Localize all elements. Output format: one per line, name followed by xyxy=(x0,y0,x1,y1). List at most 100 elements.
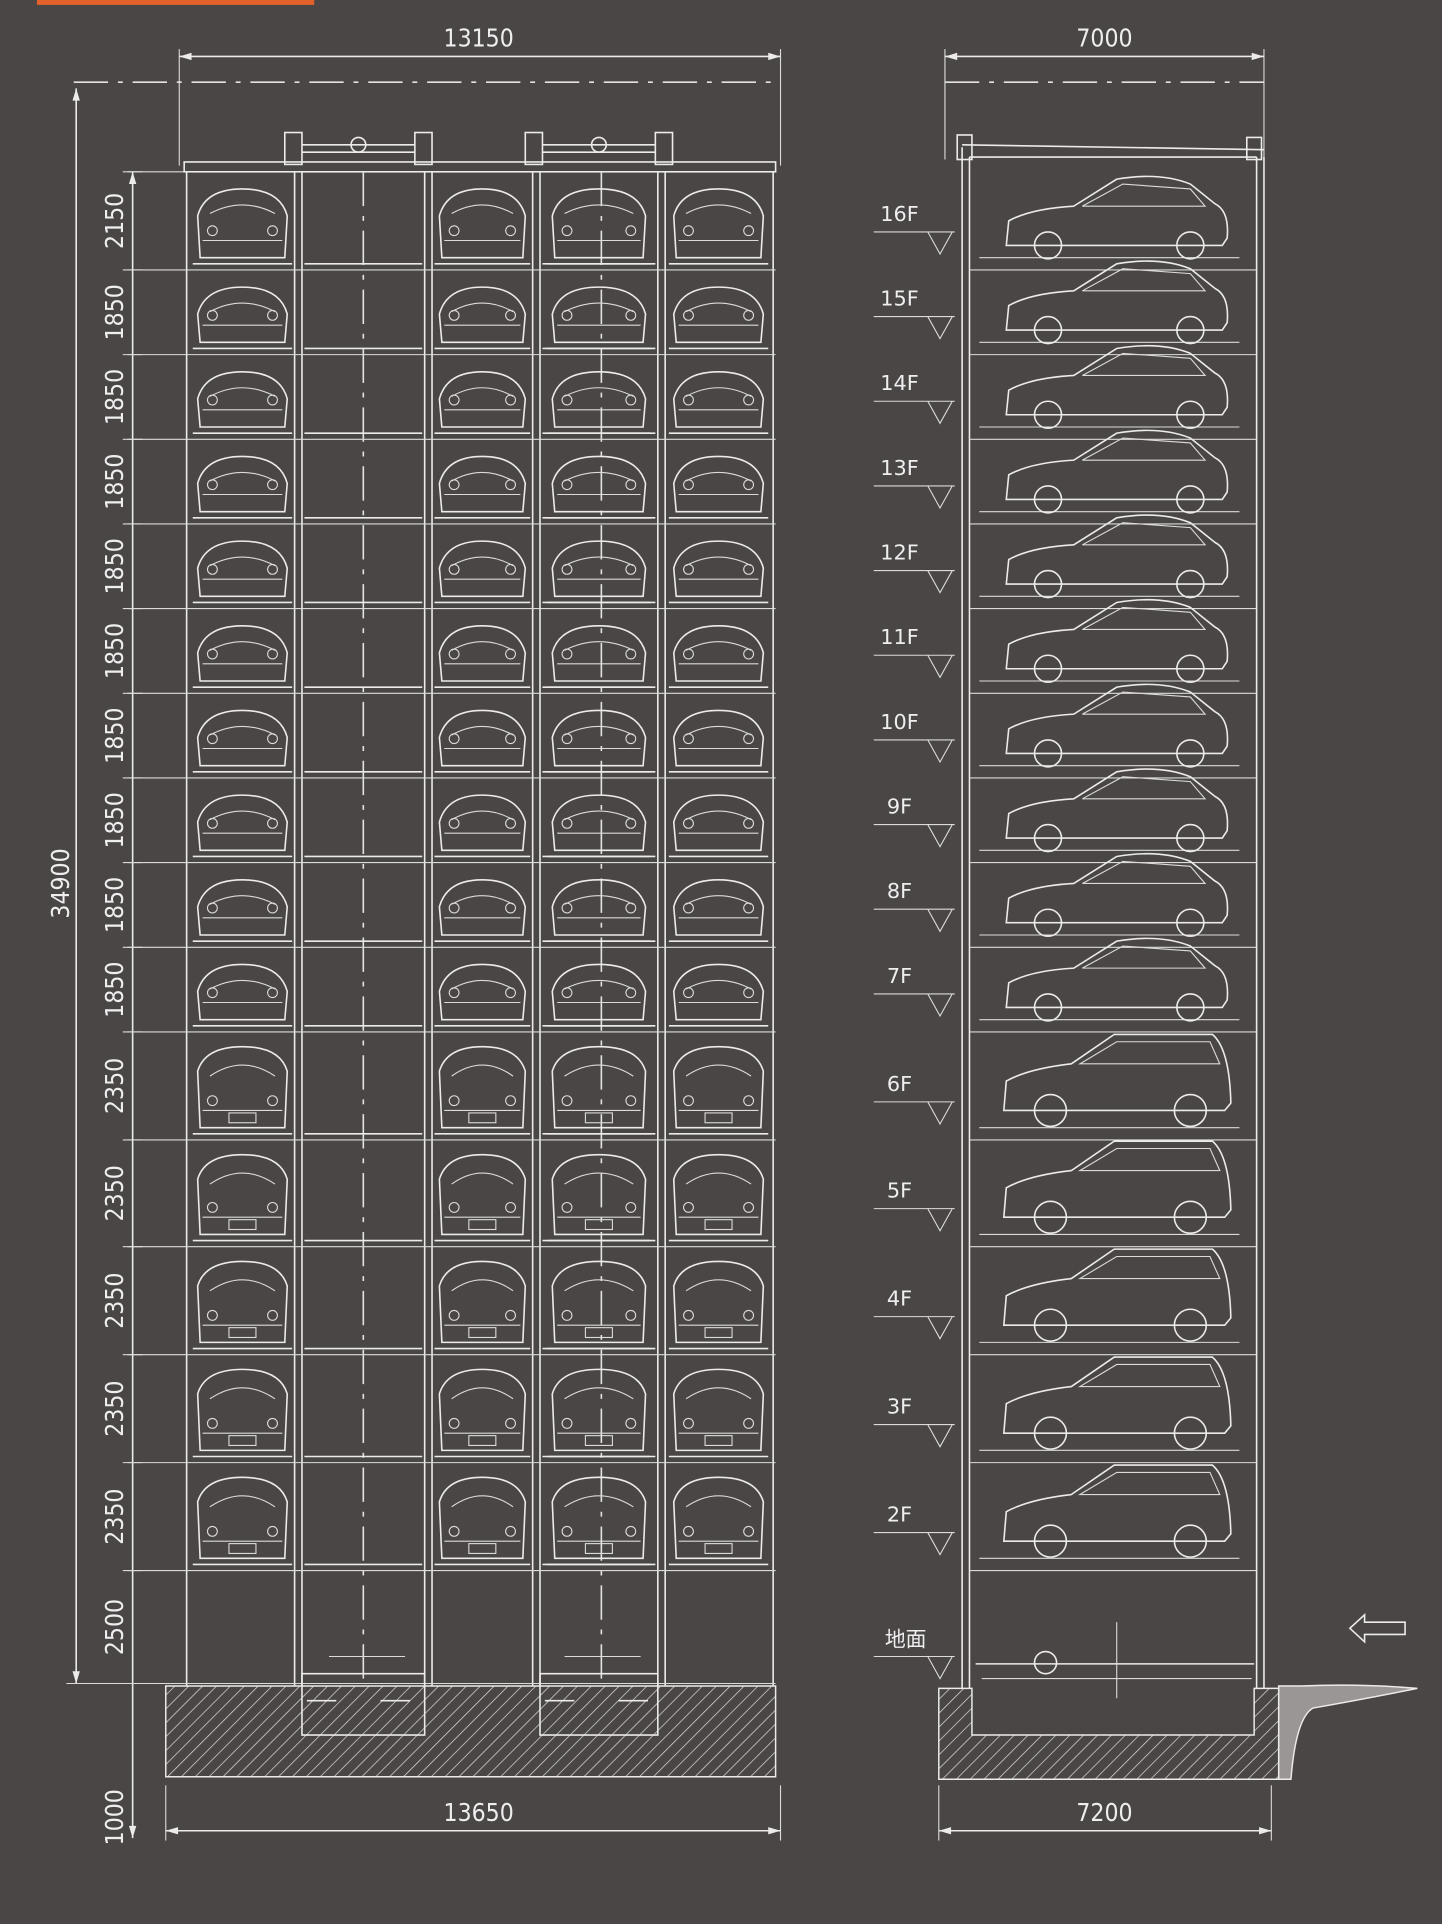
car-front-view xyxy=(434,963,531,1027)
car-front-view xyxy=(547,878,651,942)
floor-label: 13F xyxy=(880,456,919,480)
windshield xyxy=(451,302,514,313)
windshield xyxy=(451,895,514,905)
wheel-icon xyxy=(1176,908,1205,938)
drive-unit-icon xyxy=(1245,136,1263,161)
car-body xyxy=(1005,683,1229,755)
level-marker-icon xyxy=(873,993,955,1018)
windshield xyxy=(209,1495,276,1508)
level-marker-icon xyxy=(873,1316,955,1340)
accent-bar xyxy=(36,0,315,5)
car-front-view xyxy=(668,1368,769,1458)
car-front-view xyxy=(547,1476,651,1566)
wheel-icon xyxy=(1033,569,1063,599)
license-plate xyxy=(228,1112,257,1124)
windshield xyxy=(564,895,634,905)
floor-label: 2F xyxy=(887,1503,912,1527)
car-body xyxy=(672,286,765,344)
level-height-dimension: 1850 xyxy=(100,369,129,425)
car-front-view xyxy=(668,963,769,1027)
headlight-icon xyxy=(625,1095,637,1107)
level-height-dimension: 1000 xyxy=(100,1789,129,1845)
headlight-icon xyxy=(561,987,573,999)
windshield xyxy=(564,556,634,567)
headlight-icon xyxy=(505,733,517,745)
side-elevation: 700016F15F14F13F12F11F10F9F8F7F6F5F4F3F2… xyxy=(873,24,1418,1841)
headlight-icon xyxy=(206,1525,218,1537)
headlight-icon xyxy=(448,225,460,237)
car-body xyxy=(672,1368,765,1452)
headlight-icon xyxy=(206,1309,218,1321)
level-height-dimension: 1850 xyxy=(100,454,129,510)
windshield xyxy=(685,1172,752,1185)
headlight-icon xyxy=(743,479,755,491)
level-height-dimension: 2150 xyxy=(100,193,129,249)
car-front-view xyxy=(434,1476,531,1566)
headlight-icon xyxy=(206,648,218,660)
headlight-icon xyxy=(743,1095,755,1107)
windshield xyxy=(451,810,514,821)
floor-label: 4F xyxy=(887,1287,912,1311)
floor-label: 6F xyxy=(887,1072,912,1096)
headlight-icon xyxy=(206,563,218,575)
headlight-icon xyxy=(561,309,573,321)
car-body xyxy=(196,963,289,1021)
wheel-icon xyxy=(1176,654,1205,684)
wheel-icon xyxy=(1173,1200,1208,1234)
headlight-icon xyxy=(561,563,573,575)
windshield xyxy=(209,1172,276,1185)
car-front-view xyxy=(192,540,293,604)
headlight-icon xyxy=(505,1201,517,1213)
overall-height-dimension: 34900 xyxy=(46,848,75,918)
gearbox-icon xyxy=(590,136,608,153)
headlight-icon xyxy=(448,817,460,829)
license-plate xyxy=(704,1112,733,1124)
wheel-icon xyxy=(1033,400,1063,430)
car-front-view xyxy=(668,1260,769,1350)
car-body xyxy=(672,1045,765,1129)
parking-level-12f: 12F xyxy=(873,514,1240,599)
level-marker-icon xyxy=(873,400,955,425)
car-windows xyxy=(1082,776,1207,800)
license-plate xyxy=(468,1435,497,1447)
license-plate xyxy=(584,1219,613,1231)
drive-unit-icon xyxy=(956,134,973,161)
car-body xyxy=(196,1476,289,1560)
headlight-icon xyxy=(743,817,755,829)
headlight-icon xyxy=(448,733,460,745)
car-windows xyxy=(1082,606,1207,631)
level-marker-icon xyxy=(873,739,955,764)
car-front-view xyxy=(192,1476,293,1566)
car-front-view xyxy=(434,370,531,434)
parking-level-15f: 15F xyxy=(873,260,1240,345)
headlight-icon xyxy=(625,1525,637,1537)
headlight-icon xyxy=(267,1201,278,1213)
headlight-icon xyxy=(743,987,755,999)
car-body xyxy=(551,188,647,259)
parking-level-7f: 7F xyxy=(873,937,1240,1022)
wheel-icon xyxy=(1033,485,1063,514)
headlight-icon xyxy=(206,479,218,491)
headlight-icon xyxy=(505,902,517,914)
wheel-icon xyxy=(1176,569,1205,599)
headlight-icon xyxy=(683,648,694,660)
headlight-icon xyxy=(625,563,637,575)
bottom-width-dimension: 13650 xyxy=(444,1798,514,1827)
windshield xyxy=(685,204,752,214)
car-windows xyxy=(1082,268,1207,292)
motor-icon xyxy=(414,131,433,166)
wheel-icon xyxy=(1033,1524,1068,1558)
car-body xyxy=(672,963,765,1021)
level-height-dimension: 1850 xyxy=(100,877,129,933)
headlight-icon xyxy=(505,479,517,491)
level-marker-icon xyxy=(873,1532,955,1556)
wheel-icon xyxy=(1176,993,1205,1022)
headlight-icon xyxy=(505,1095,517,1107)
level-height-dimension: 2350 xyxy=(100,1273,129,1329)
headlight-icon xyxy=(743,394,755,406)
windshield xyxy=(564,1495,634,1508)
car-body xyxy=(438,286,527,344)
windshield xyxy=(209,1279,276,1292)
car-windows xyxy=(1082,437,1207,461)
car-front-view xyxy=(192,286,293,350)
